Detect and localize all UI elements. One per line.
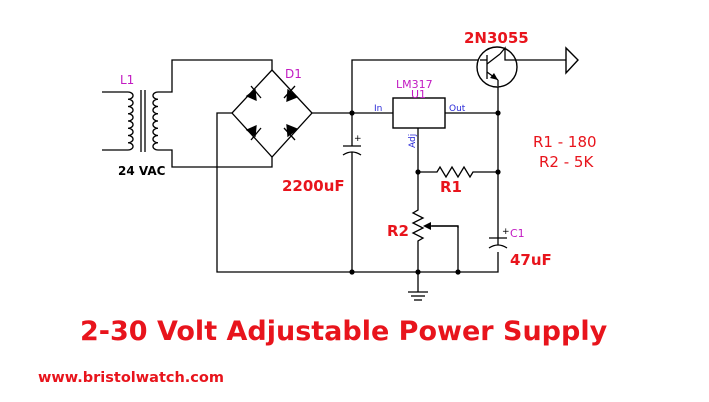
diagram-title: 2-30 Volt Adjustable Power Supply <box>80 316 608 347</box>
label-lm317: LM317 <box>396 78 433 91</box>
label-2n3055: 2N3055 <box>464 29 529 47</box>
label-24vac: 24 VAC <box>118 164 166 178</box>
label-pin-adj: Adj <box>408 134 418 148</box>
label-r1: R1 <box>440 178 462 196</box>
label-47uf: 47uF <box>510 251 552 269</box>
label-pin-in: In <box>374 104 382 114</box>
label-c1: C1 <box>510 227 525 240</box>
spec-r2: R2 - 5K <box>539 153 594 171</box>
lm317-regulator <box>392 97 446 129</box>
wire-ground-rail <box>352 252 499 273</box>
bridge-rectifier-d1 <box>216 69 352 273</box>
label-d1: D1 <box>285 67 302 81</box>
ground-symbol <box>408 272 428 301</box>
source-url: www.bristolwatch.com <box>38 370 224 386</box>
junction-dots <box>349 110 501 275</box>
capacitor-c1: + <box>488 227 510 249</box>
svg-text:+: + <box>502 227 510 237</box>
potentiometer-r2 <box>411 172 459 272</box>
label-u1: U1 <box>411 88 426 101</box>
wire-collector-rail <box>351 59 480 113</box>
output-terminal <box>565 46 579 75</box>
transistor-2n3055 <box>476 46 566 88</box>
label-pin-out: Out <box>449 104 466 114</box>
label-r2: R2 <box>387 222 409 240</box>
resistor-r1 <box>418 165 498 179</box>
svg-text:+: + <box>354 134 362 144</box>
label-2200uf: 2200uF <box>282 177 345 195</box>
capacitor-2200uf: + <box>342 113 362 272</box>
label-l1: L1 <box>120 73 134 87</box>
spec-r1: R1 - 180 <box>533 133 597 151</box>
transformer-l1 <box>102 59 273 168</box>
